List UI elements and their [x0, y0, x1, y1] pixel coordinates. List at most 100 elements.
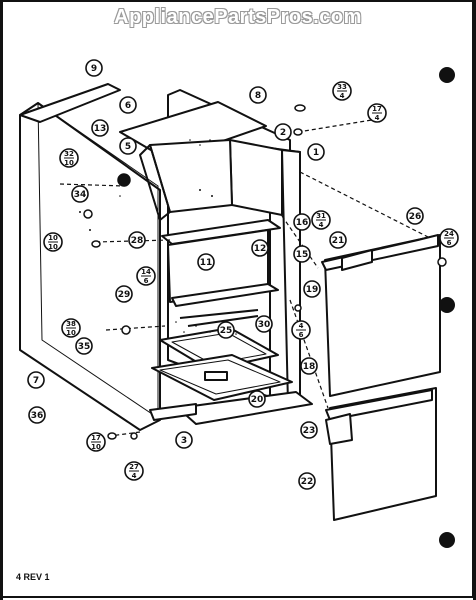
washer-icon	[83, 209, 93, 219]
callout-25: 25	[217, 321, 235, 339]
inner-box-left	[139, 144, 171, 221]
callout-number: 8	[255, 91, 261, 101]
callout-number: 22	[301, 477, 314, 487]
fraction-top: 31	[316, 212, 326, 220]
fraction-top: 17	[372, 105, 382, 113]
fraction-top: 10	[48, 234, 58, 242]
mid-shelf	[161, 219, 281, 245]
grommet-icon	[117, 173, 131, 187]
punch-hole-icon	[439, 532, 455, 548]
callout-number: 12	[254, 244, 267, 254]
fraction-bottom: 4	[132, 472, 137, 480]
callout-number: 25	[220, 326, 233, 336]
callout-number: 34	[74, 190, 87, 200]
lower-door-cap	[325, 389, 433, 421]
callout-2: 2	[274, 123, 292, 141]
screw-icon	[293, 128, 303, 136]
revision-label: 4 REV 1	[16, 572, 50, 582]
callout-29: 29	[115, 285, 133, 303]
drain-pan	[159, 327, 279, 371]
callout-13: 13	[91, 119, 109, 137]
callout-number: 36	[31, 411, 44, 421]
fraction-bottom: 4	[340, 92, 345, 100]
lower-door-latch	[325, 413, 353, 445]
fraction-bottom: 6	[447, 239, 452, 247]
screws	[83, 104, 447, 440]
callout-7: 7	[27, 371, 45, 389]
fraction-bottom: 4	[319, 221, 324, 229]
callout-number: 6	[125, 101, 131, 111]
fraction-top: 17	[91, 434, 101, 442]
callout-number: 19	[306, 285, 319, 295]
punch-hole-icon	[439, 297, 455, 313]
callout-3: 3	[175, 431, 193, 449]
callout-34: 34	[71, 185, 89, 203]
front-sill	[149, 403, 197, 421]
callout-number: 15	[296, 250, 309, 260]
callout-23: 23	[300, 421, 318, 439]
fraction-bottom: 10	[64, 159, 74, 167]
callout-number: 35	[78, 342, 91, 352]
fraction-callout-33-4: 334	[332, 81, 352, 101]
callout-number: 9	[91, 64, 97, 74]
callout-12: 12	[251, 239, 269, 257]
callout-number: 29	[118, 290, 131, 300]
callout-26: 26	[406, 207, 424, 225]
rail	[179, 309, 259, 319]
base-tray-inner	[159, 359, 281, 395]
callout-number: 13	[94, 124, 107, 134]
fraction-top: 27	[129, 463, 139, 471]
screw-icon	[130, 432, 138, 440]
callout-number: 18	[303, 362, 316, 372]
callout-18: 18	[300, 357, 318, 375]
fraction-bottom: 4	[375, 114, 380, 122]
callout-6: 6	[119, 96, 137, 114]
fraction-top: 14	[141, 268, 151, 276]
lower-access-door	[329, 387, 437, 521]
callout-number: 2	[280, 128, 286, 138]
fraction-callout-17-4: 174	[367, 103, 387, 123]
fraction-callout-27-4: 274	[124, 461, 144, 481]
fraction-top: 33	[337, 83, 347, 91]
screw-icon	[91, 240, 101, 248]
washer-icon	[121, 325, 131, 335]
callout-35: 35	[75, 337, 93, 355]
front-edge-strip	[19, 83, 121, 123]
callout-number: 5	[125, 142, 131, 152]
callout-number: 23	[303, 426, 316, 436]
fraction-top: 32	[64, 150, 74, 158]
callout-11: 11	[197, 253, 215, 271]
callout-number: 30	[258, 320, 271, 330]
bracket	[171, 283, 279, 307]
fraction-top: 38	[66, 320, 76, 328]
fraction-bottom: 10	[48, 243, 58, 251]
callout-19: 19	[303, 280, 321, 298]
callout-number: 28	[131, 236, 144, 246]
callout-30: 30	[255, 315, 273, 333]
callout-5: 5	[119, 137, 137, 155]
tray-cutout	[204, 371, 228, 381]
callout-number: 20	[251, 395, 264, 405]
fraction-top: 24	[444, 230, 454, 238]
callout-number: 3	[181, 436, 187, 446]
punch-hole-icon	[439, 67, 455, 83]
screw-icon	[437, 257, 447, 267]
fraction-bottom: 6	[144, 277, 149, 285]
fraction-callout-24-6: 246	[439, 228, 459, 248]
callout-number: 21	[332, 236, 345, 246]
screw-icon	[294, 304, 302, 312]
site-watermark: AppliancePartsPros.com	[114, 6, 362, 28]
rail	[187, 315, 259, 327]
fraction-top: 4	[299, 322, 304, 330]
fraction-bottom: 10	[91, 443, 101, 451]
callout-28: 28	[128, 231, 146, 249]
callout-1: 1	[307, 143, 325, 161]
callout-number: 1	[313, 148, 319, 158]
callout-20: 20	[248, 390, 266, 408]
